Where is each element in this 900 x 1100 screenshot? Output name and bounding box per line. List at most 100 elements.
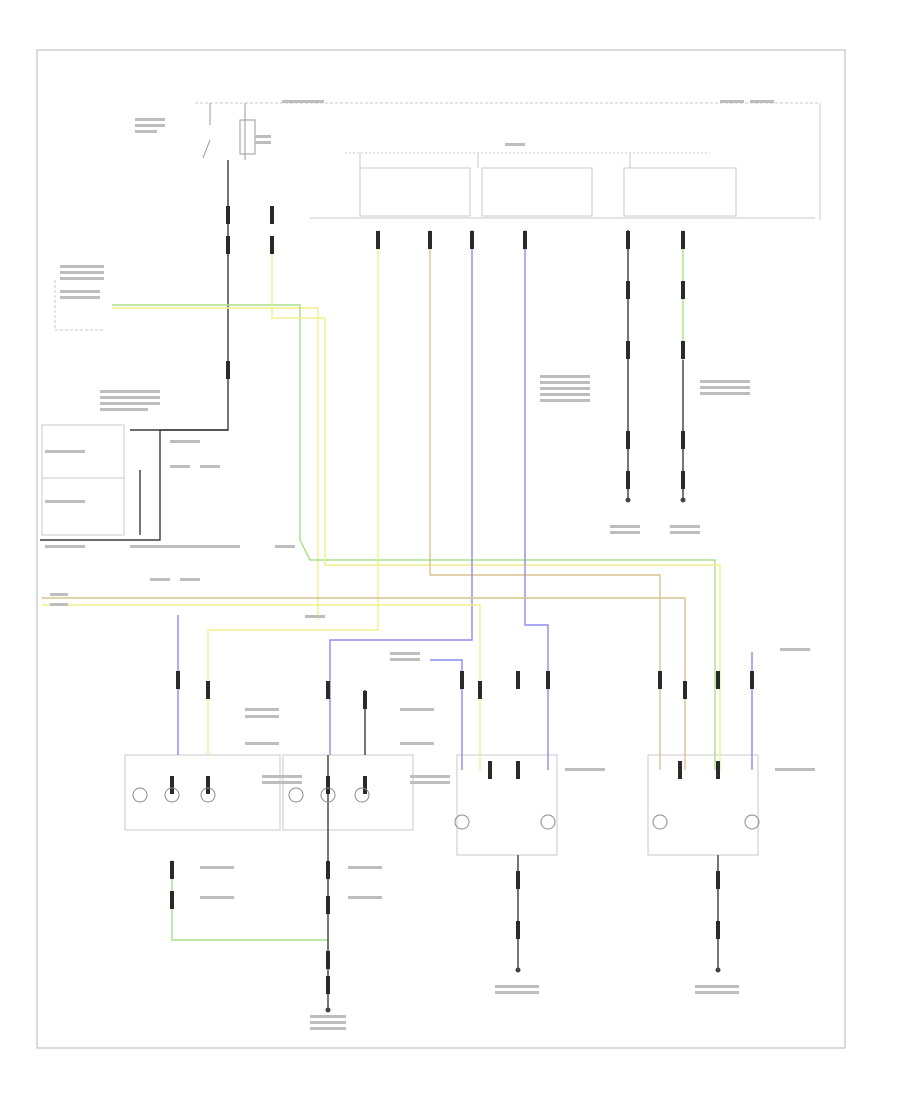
bulb-8 [540,814,556,830]
connector-40 [716,871,720,889]
connector-2 [226,236,230,254]
label-placeholder-19 [100,408,148,411]
label-placeholder-35 [540,399,590,402]
connector-28 [658,671,662,689]
label-placeholder-31 [540,375,590,378]
label-placeholder-26 [150,578,170,581]
label-placeholder-29 [200,545,240,548]
label-placeholder-5 [300,100,324,103]
bulb-5 [320,787,336,803]
bulb-group [132,787,760,830]
wire-11 [42,597,686,770]
connector-11 [681,231,685,249]
label-placeholder-33 [540,387,590,390]
left-component-boxes [41,280,125,536]
label-placeholder-50 [410,775,450,778]
label-placeholder-42 [670,531,700,534]
bulb-2 [164,787,180,803]
label-placeholder-23 [170,440,200,443]
connector-47 [516,761,520,779]
label-placeholder-32 [540,381,590,384]
wire-6 [271,240,721,770]
label-placeholder-52 [565,768,605,771]
label-placeholder-70 [50,603,68,606]
bulb-7 [454,814,470,830]
label-placeholder-12 [60,271,104,274]
connector-6 [376,231,380,249]
connector-37 [326,976,330,994]
label-placeholder-38 [700,392,750,395]
label-placeholder-20 [45,450,85,453]
connector-44 [326,776,330,794]
connector-36 [326,951,330,969]
connector-3 [226,361,230,379]
label-placeholder-21 [45,500,85,503]
label-placeholder-39 [610,525,640,528]
bulb-10 [744,814,760,830]
label-placeholder-44 [245,715,279,718]
connector-24 [460,671,464,689]
connector-8 [470,231,474,249]
connector-21 [206,681,210,699]
connector-42 [170,776,174,794]
connector-30 [716,671,720,689]
label-placeholder-68 [305,615,325,618]
connector-38 [516,871,520,889]
connector-41 [716,921,720,939]
label-placeholder-46 [400,708,434,711]
fuse-junction-box [345,152,737,217]
diagram-frame [36,49,846,1049]
connector-31 [750,671,754,689]
connector-19 [681,471,685,489]
label-placeholder-22 [45,545,85,548]
label-placeholder-36 [700,380,750,383]
label-placeholder-11 [60,265,104,268]
ground-group [325,497,721,1013]
ground-point-1 [325,1007,331,1013]
connector-33 [170,891,174,909]
label-placeholder-58 [200,896,234,899]
connector-25 [478,681,482,699]
wire-5 [112,304,716,770]
connector-29 [683,681,687,699]
wire-10 [524,230,549,770]
top-power-rail [195,102,821,220]
connector-49 [716,761,720,779]
label-placeholder-14 [60,290,100,293]
label-placeholder-10 [255,141,271,144]
label-placeholder-61 [310,1015,346,1018]
label-placeholder-62 [310,1021,346,1024]
connector-17 [681,341,685,359]
connector-45 [363,776,367,794]
connector-5 [270,236,274,254]
connector-18 [681,431,685,449]
connector-48 [678,761,682,779]
bulb-3 [200,787,216,803]
bulb-6 [354,787,370,803]
connector-39 [516,921,520,939]
bulb-4 [288,787,304,803]
wire-9 [329,230,473,755]
connector-27 [546,671,550,689]
label-placeholder-40 [670,525,700,528]
ground-point-2 [515,967,521,973]
label-placeholder-45 [245,742,279,745]
label-placeholder-17 [100,396,160,399]
connector-34 [326,861,330,879]
connector-group [170,206,754,994]
label-placeholder-51 [410,781,450,784]
label-placeholder-37 [700,386,750,389]
label-placeholder-54 [390,652,420,655]
label-placeholder-43 [245,708,279,711]
connector-10 [626,231,630,249]
wire-21 [430,659,463,770]
label-placeholder-27 [180,578,200,581]
connector-16 [681,281,685,299]
label-placeholder-13 [60,277,104,280]
label-placeholder-7 [750,100,774,103]
label-placeholder-66 [695,985,739,988]
label-placeholder-30 [275,545,295,548]
label-placeholder-67 [695,991,739,994]
connector-46 [488,761,492,779]
